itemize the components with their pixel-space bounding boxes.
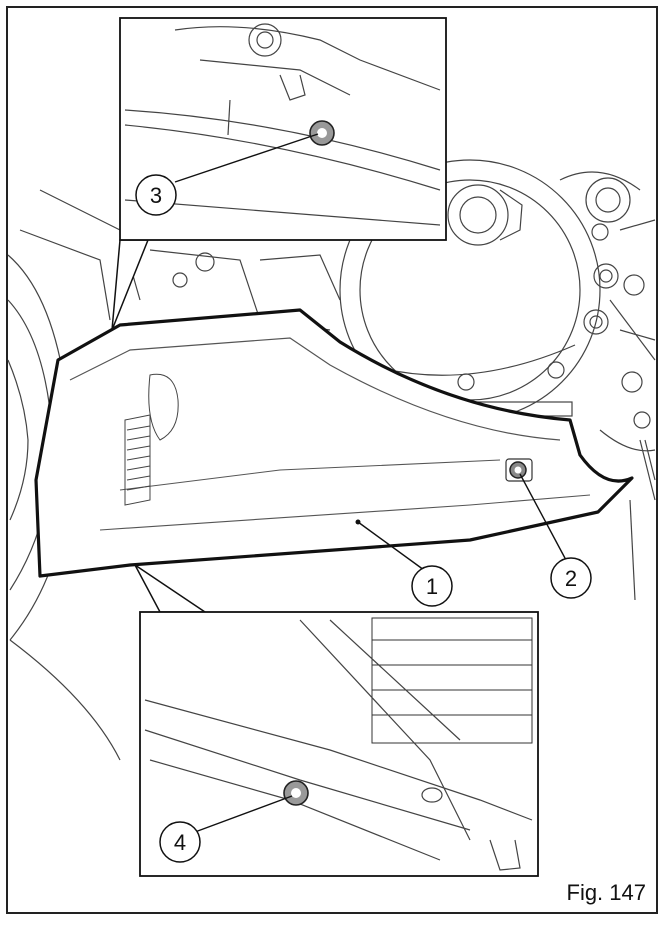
svg-text:3: 3: [150, 183, 162, 208]
callout-2: 2: [550, 557, 592, 599]
exhaust-heat-shield-cover: [34, 308, 634, 578]
detail-inset-bottom: [134, 564, 539, 877]
svg-text:4: 4: [174, 830, 186, 855]
radiator-fins: [371, 617, 533, 744]
cover-vent-grille: [124, 373, 179, 506]
callout-1: 1: [411, 565, 453, 607]
leader-lines: [174, 133, 567, 833]
figure-frame: [6, 6, 658, 914]
callout-3: 3: [135, 174, 177, 216]
callout-4: 4: [159, 821, 201, 863]
detail-inset-top: [111, 17, 447, 331]
figure-caption: Fig. 147: [566, 880, 647, 905]
svg-text:2: 2: [565, 566, 577, 591]
svg-text:1: 1: [426, 574, 438, 599]
